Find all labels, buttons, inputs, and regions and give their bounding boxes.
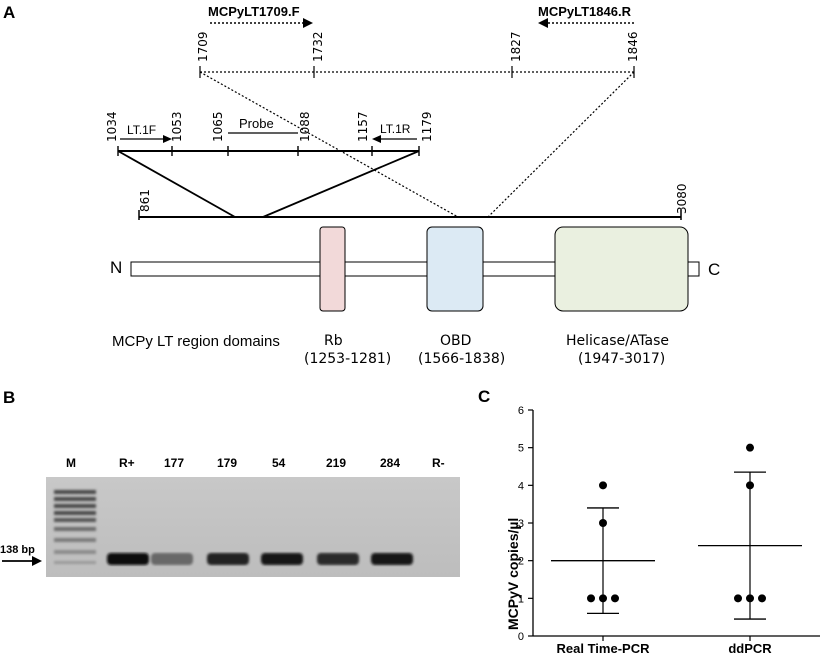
y-tick-label: 1 <box>518 593 524 605</box>
position-1088: 1088 <box>298 111 312 142</box>
c-terminus-label: C <box>708 260 720 279</box>
position-1034: 1034 <box>105 111 119 142</box>
gel-band-177 <box>151 553 193 565</box>
data-point <box>599 481 607 490</box>
position-3080: 3080 <box>675 183 689 214</box>
position-1179: 1179 <box>420 111 434 142</box>
reverse-outer-primer-label: MCPyLT1846.R <box>538 4 632 19</box>
obd-domain-box <box>426 226 484 312</box>
data-point <box>746 594 754 603</box>
n-terminus-label: N <box>110 258 122 277</box>
position-1732: 1732 <box>311 31 325 62</box>
y-tick-label: 0 <box>518 631 524 643</box>
panel-b-label: B <box>3 388 15 407</box>
inner-forward-primer-label: LT.1F <box>127 123 156 137</box>
position-1157: 1157 <box>356 111 370 142</box>
inner-forward-primer-arrowhead <box>163 135 172 143</box>
lane-label-177: 177 <box>164 456 184 470</box>
panel-a-label: A <box>3 3 15 22</box>
lane-label-m: M <box>66 456 76 470</box>
y-axis-title: MCPyV copies/µl <box>505 518 521 630</box>
gel-bands <box>107 553 413 565</box>
position-1846: 1846 <box>626 31 640 62</box>
domains-caption: MCPy LT region domains <box>112 333 280 350</box>
data-point <box>599 519 607 527</box>
inner-reverse-primer-label: LT.1R <box>380 122 411 136</box>
helicase-domain-box <box>554 226 689 312</box>
obd-domain-range: (1566-1838) <box>418 351 505 367</box>
gel-band-54 <box>261 553 303 565</box>
lane-label-284: 284 <box>380 456 400 470</box>
position-1065: 1065 <box>211 111 225 142</box>
lane-label-r-minus: R- <box>432 456 445 470</box>
helicase-domain-range: (1947-3017) <box>578 351 665 367</box>
x-category-label: ddPCR <box>728 641 772 656</box>
lane-label-179: 179 <box>217 456 237 470</box>
size-marker-label: 138 bp <box>0 544 35 556</box>
data-point <box>758 594 766 603</box>
y-tick-label: 3 <box>518 518 524 530</box>
position-861: 861 <box>138 189 152 212</box>
lane-label-219: 219 <box>326 456 346 470</box>
data-point <box>587 594 595 603</box>
lane-label-54: 54 <box>272 456 286 470</box>
y-tick-label: 5 <box>518 443 524 455</box>
reverse-outer-primer-arrowhead <box>538 18 548 28</box>
forward-outer-primer-label: MCPyLT1709.F <box>208 4 300 19</box>
data-point <box>746 443 754 452</box>
gel-band-R+ <box>107 553 149 565</box>
outer-connector-right <box>487 71 635 218</box>
outer-connector-left <box>199 71 459 218</box>
data-point <box>599 594 607 603</box>
inner-reverse-primer-arrowhead <box>372 135 381 143</box>
gel-band-219 <box>317 553 359 565</box>
dna-ladder <box>54 490 96 564</box>
rb-domain-range: (1253-1281) <box>304 351 391 367</box>
y-tick-label: 4 <box>518 480 524 492</box>
position-1053: 1053 <box>170 111 184 142</box>
obd-domain-name: OBD <box>440 333 471 349</box>
y-tick-label: 2 <box>518 556 524 568</box>
y-tick-label: 6 <box>518 405 524 417</box>
probe-label: Probe <box>239 116 274 131</box>
rb-domain-name: Rb <box>324 333 343 349</box>
inner-connector-right <box>262 150 420 218</box>
position-1709: 1709 <box>196 31 210 62</box>
gel-band-284 <box>371 553 413 565</box>
lane-label-r-plus: R+ <box>119 456 135 470</box>
helicase-domain-name: Helicase/ATase <box>566 333 669 349</box>
data-point <box>734 594 742 603</box>
panel-c-label: C <box>478 387 490 406</box>
x-category-label: Real Time-PCR <box>557 641 651 656</box>
data-point <box>611 594 619 603</box>
data-point <box>746 481 754 490</box>
size-marker-arrowhead <box>32 556 42 566</box>
rb-domain-box <box>319 226 346 312</box>
gel-band-179 <box>207 553 249 565</box>
inner-connector-left <box>117 150 236 218</box>
forward-outer-primer-arrowhead <box>303 18 313 28</box>
position-1827: 1827 <box>509 31 523 62</box>
